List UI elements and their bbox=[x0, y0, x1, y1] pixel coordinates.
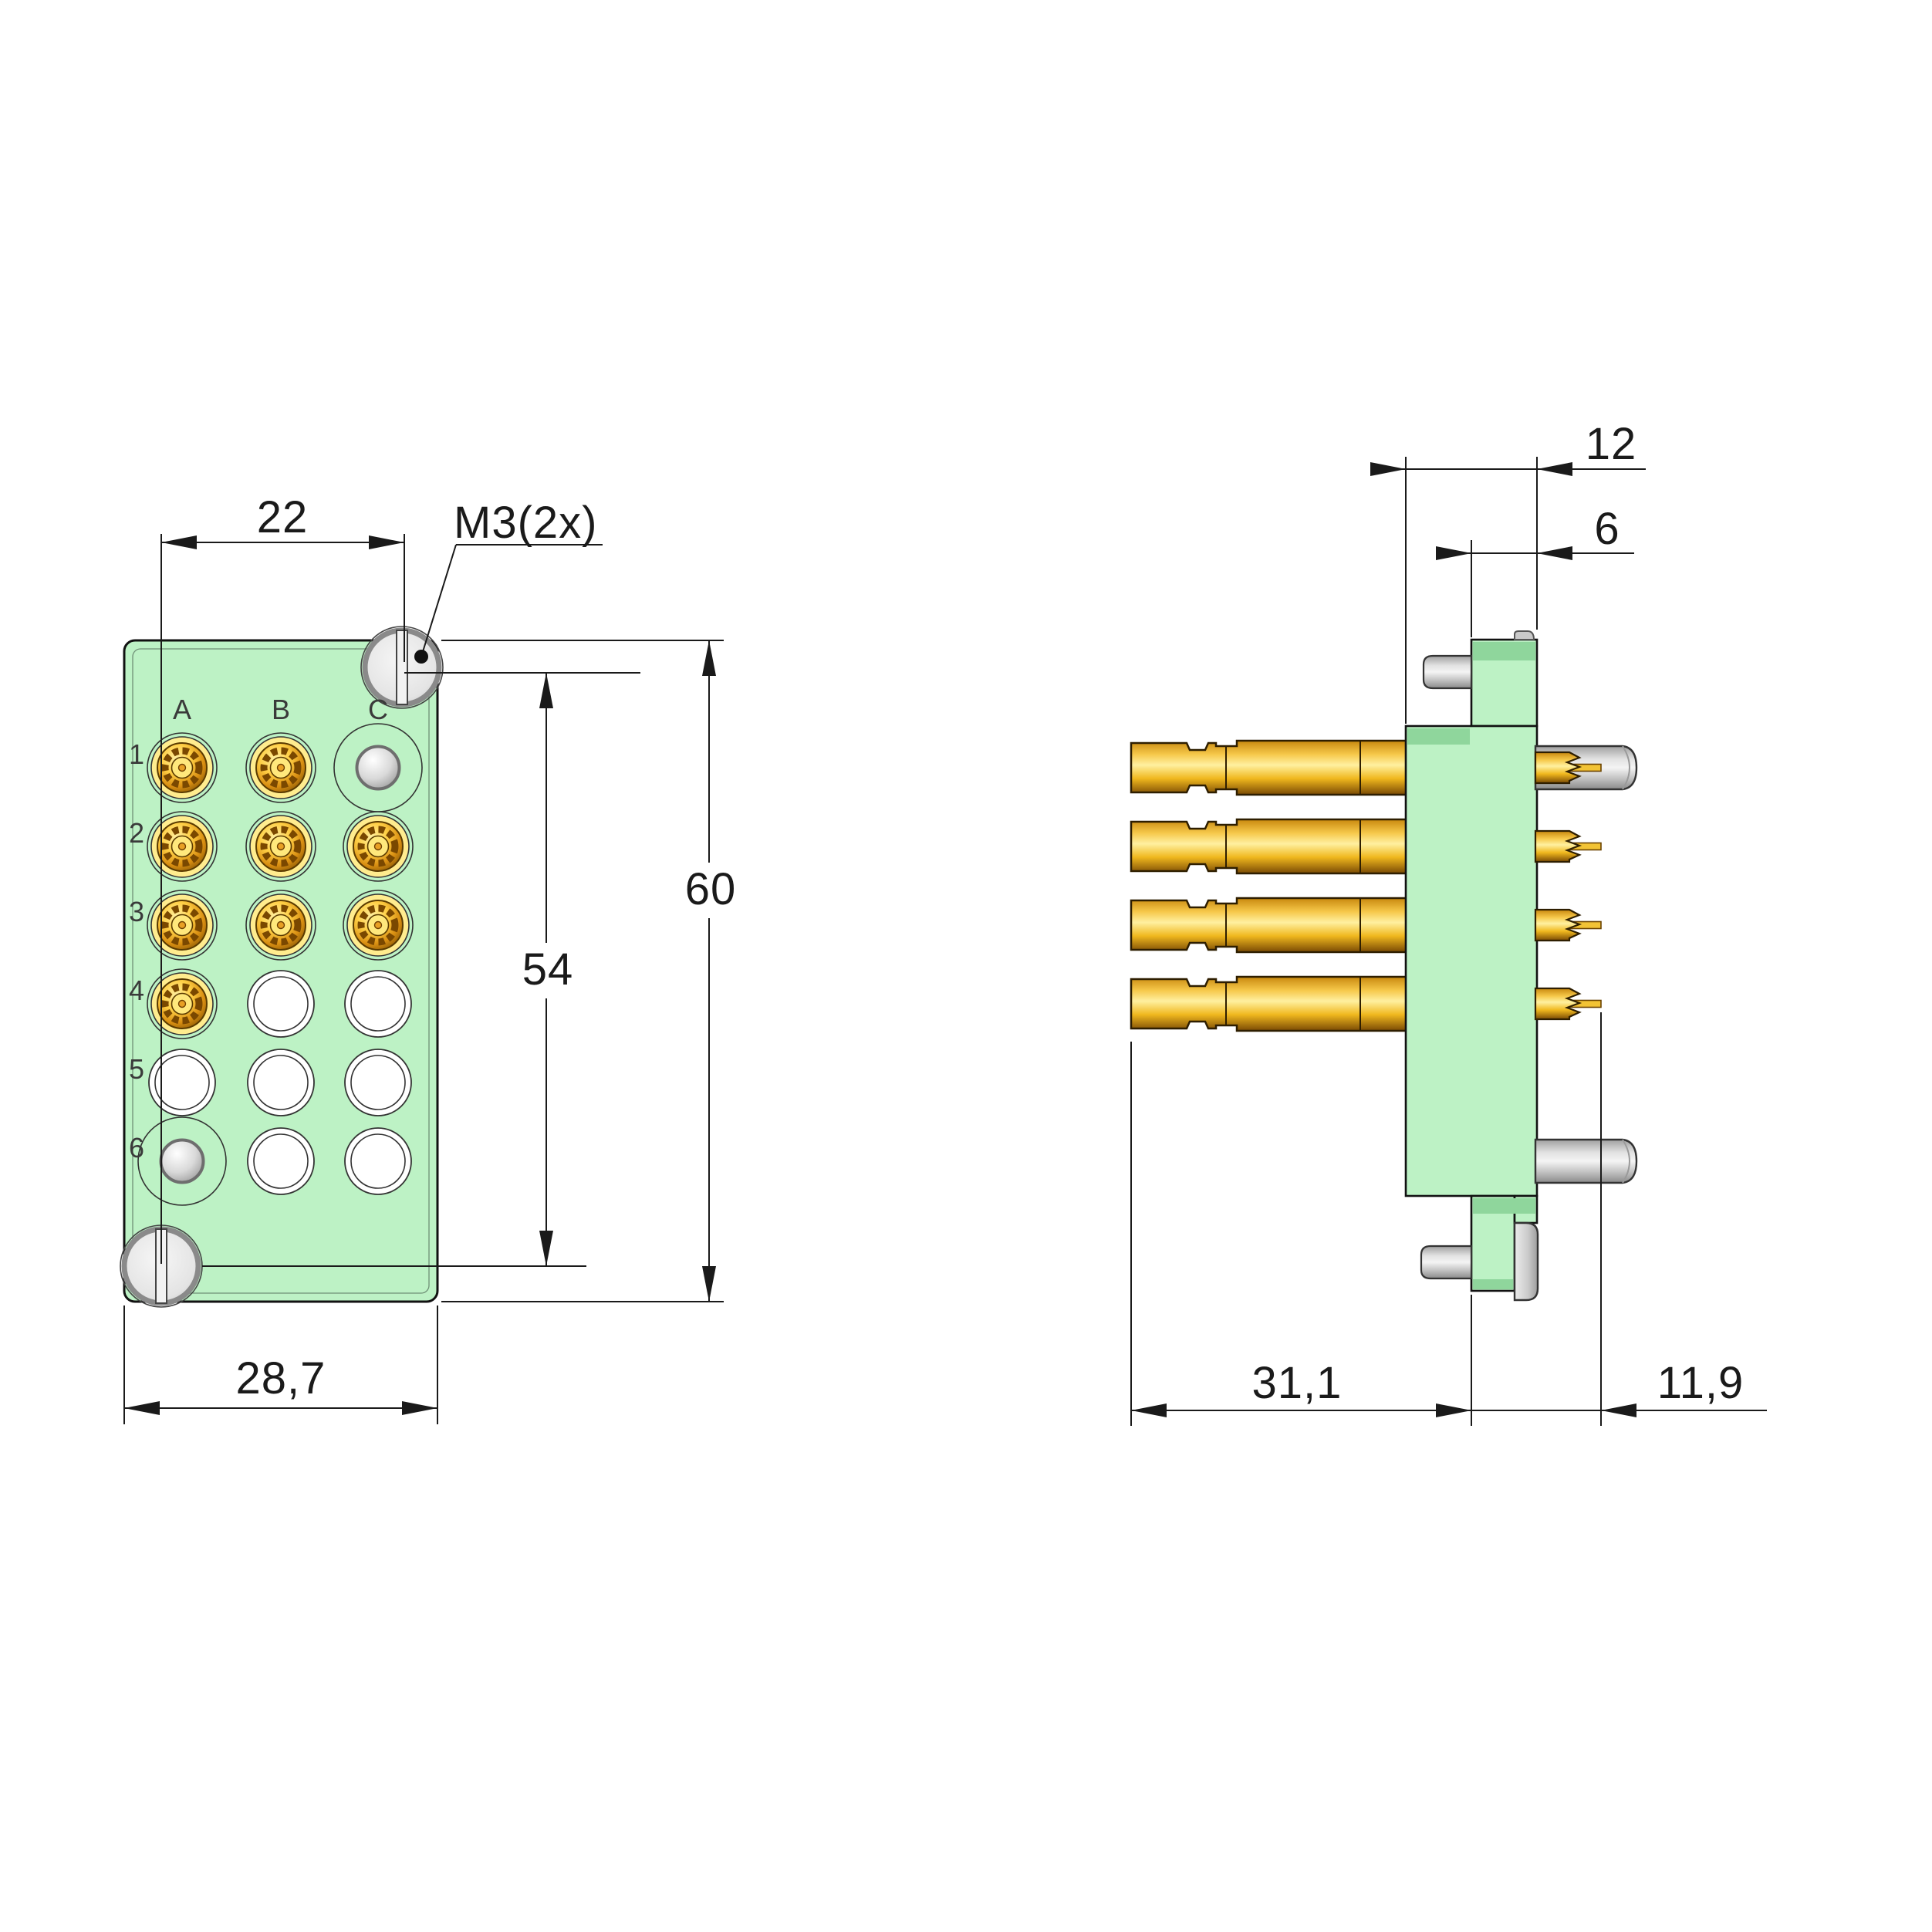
dim-11-9-label: 11,9 bbox=[1657, 1358, 1745, 1408]
side-contact-1 bbox=[1130, 739, 1410, 796]
column-label-c: C bbox=[368, 694, 388, 725]
hole-c6 bbox=[344, 1127, 412, 1195]
dim-60-label: 60 bbox=[685, 864, 737, 914]
front-dimensions: 22 M3(2x) 60 54 28,7 bbox=[123, 492, 737, 1424]
hole-c4 bbox=[344, 970, 412, 1038]
row-label-3: 3 bbox=[129, 896, 144, 927]
contact-a1 bbox=[147, 733, 217, 802]
contact-a4 bbox=[147, 969, 217, 1039]
hole-c5 bbox=[344, 1049, 412, 1116]
front-view: A B C 1 2 3 4 5 6 22 M3(2x) 60 bbox=[120, 492, 737, 1424]
contact-b1 bbox=[246, 733, 316, 802]
column-label-a: A bbox=[173, 694, 191, 725]
contact-c2 bbox=[343, 812, 413, 881]
dim-54-label: 54 bbox=[522, 944, 574, 995]
contact-b2 bbox=[246, 812, 316, 881]
dim-22-label: 22 bbox=[257, 492, 309, 542]
crown-contact-2 bbox=[1534, 829, 1603, 863]
front-plate-chamfer bbox=[132, 648, 430, 1294]
hole-a5 bbox=[148, 1049, 216, 1116]
hole-b6 bbox=[247, 1127, 315, 1195]
top-screw-sliver bbox=[1514, 630, 1535, 640]
contact-a2 bbox=[147, 812, 217, 881]
row-label-5: 5 bbox=[129, 1053, 144, 1085]
side-body-shading bbox=[1407, 642, 1535, 1289]
row-label-4: 4 bbox=[129, 974, 144, 1006]
contact-b3 bbox=[246, 890, 316, 960]
side-contact-2 bbox=[1130, 818, 1410, 875]
top-screw-pin bbox=[1422, 654, 1473, 690]
guide-socket-side-6 bbox=[1534, 1138, 1638, 1184]
hole-b4 bbox=[247, 970, 315, 1038]
contact-c3 bbox=[343, 890, 413, 960]
dim-28-7-label: 28,7 bbox=[236, 1353, 326, 1403]
hole-b5 bbox=[247, 1049, 315, 1116]
crown-contact-3 bbox=[1534, 908, 1603, 942]
dim-31-1-label: 31,1 bbox=[1252, 1358, 1343, 1408]
dim-m3-label: M3(2x) bbox=[454, 498, 597, 548]
row-label-1: 1 bbox=[129, 738, 144, 770]
side-view: 12 6 31,1 11,9 bbox=[1130, 419, 1767, 1426]
side-contact-4 bbox=[1130, 975, 1410, 1032]
side-contact-3 bbox=[1130, 897, 1410, 954]
crown-contact-4 bbox=[1534, 987, 1603, 1021]
dim-6-label: 6 bbox=[1594, 504, 1620, 554]
bottom-screw-head-side bbox=[1513, 1221, 1539, 1302]
row-label-6: 6 bbox=[129, 1132, 144, 1164]
leader-dot bbox=[414, 650, 428, 664]
row-label-2: 2 bbox=[129, 817, 144, 849]
bottom-screw-pin bbox=[1420, 1245, 1473, 1280]
dim-12-label: 12 bbox=[1586, 419, 1637, 469]
column-label-b: B bbox=[272, 694, 290, 725]
contact-a3 bbox=[147, 890, 217, 960]
side-dimensions: 12 6 31,1 11,9 bbox=[1130, 419, 1767, 1426]
